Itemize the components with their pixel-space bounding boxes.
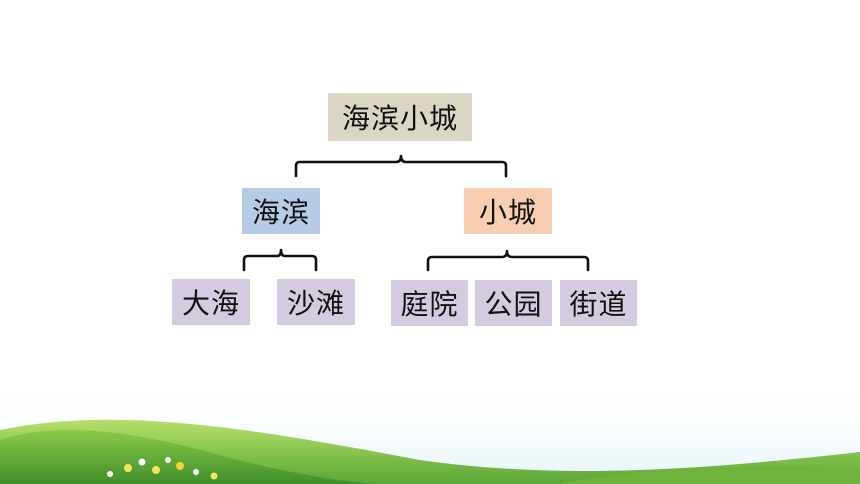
leaf-node-left-1: 大海: [172, 279, 250, 325]
leaf-node-left-2: 沙滩: [277, 279, 355, 325]
right-branch-node: 小城: [464, 188, 552, 234]
leaf-node-right-3: 街道: [560, 280, 637, 326]
leaf-node-right-1: 庭院: [391, 280, 468, 326]
left-branch-node: 海滨: [242, 188, 320, 234]
front-left-hill: [0, 429, 380, 484]
leaf-node-right-2: 公园: [475, 280, 552, 326]
front-right-hill: [560, 466, 860, 484]
right-branch-bracket: [426, 249, 590, 272]
root-bracket: [294, 154, 508, 178]
root-node: 海滨小城: [328, 93, 472, 141]
flower-cluster: [107, 457, 218, 480]
left-branch-bracket: [242, 248, 318, 272]
